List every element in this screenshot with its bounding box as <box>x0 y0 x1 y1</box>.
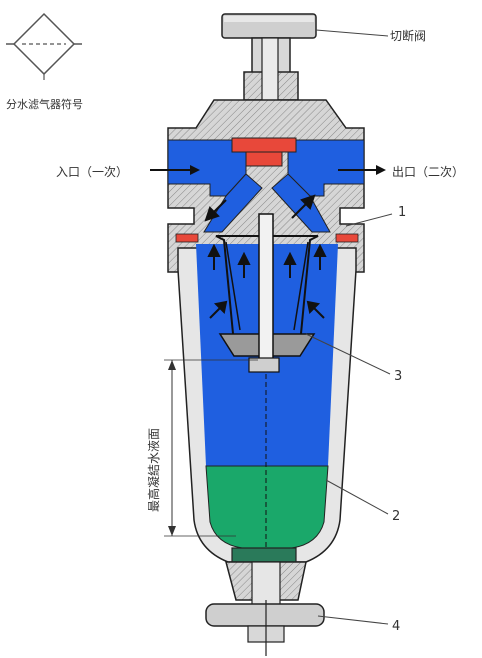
outlet-channel <box>271 173 331 233</box>
inlet-arrow <box>150 165 200 175</box>
label-number-1: 1 <box>398 205 406 220</box>
leader-3 <box>305 333 391 375</box>
max-level-dimension <box>164 359 258 537</box>
filter-symbol <box>6 12 82 80</box>
leader-1 <box>345 213 393 227</box>
outlet-arrow <box>338 165 386 175</box>
label-number-4: 4 <box>392 619 400 634</box>
bowl-seal-right <box>335 233 359 243</box>
valve-seat <box>231 137 297 153</box>
label-max-level: 最高凝結水液面 <box>146 428 161 512</box>
label-number-2: 2 <box>392 509 400 524</box>
bowl-seal-left <box>175 233 199 243</box>
leader-4 <box>317 615 389 625</box>
drain-assembly <box>205 547 325 656</box>
flow-arrows <box>204 194 327 319</box>
leader-2 <box>325 479 389 515</box>
label-cutoff-valve: 切断阀 <box>390 28 426 43</box>
label-outlet: 出口（二次） <box>392 165 464 179</box>
leader-cutoff <box>315 29 389 37</box>
inlet-channel <box>203 173 263 233</box>
label-inlet: 入口（一次） <box>56 165 128 179</box>
symbol-caption: 分水滤气器符号 <box>6 97 83 111</box>
center-rod <box>258 213 274 361</box>
label-number-3: 3 <box>394 369 402 384</box>
